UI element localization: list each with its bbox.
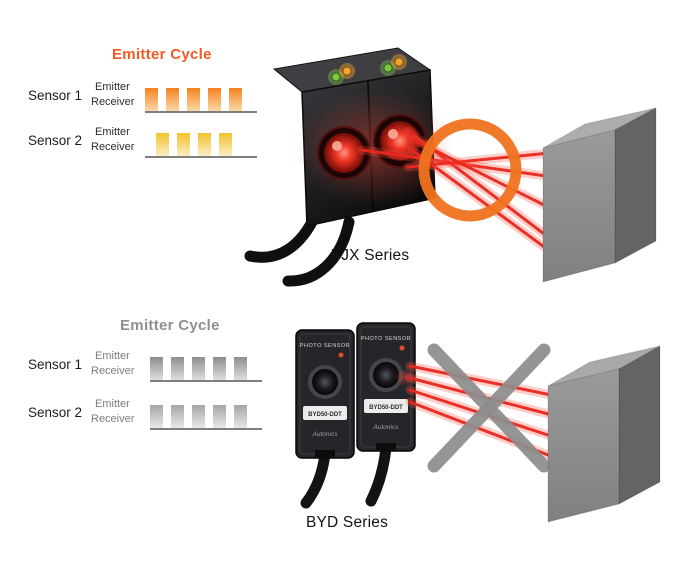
sensor-cable <box>282 216 355 287</box>
series-label-bjx: BJX Series <box>330 247 410 264</box>
series-label-byd: BYD Series <box>305 514 389 531</box>
sensor-cable <box>300 448 331 509</box>
emitter-pulse <box>234 405 247 428</box>
sensor1-label-bottom: Sensor 1 <box>28 357 83 372</box>
receiver-label: Receiver <box>91 413 135 425</box>
emitter-label: Emitter <box>95 398 130 410</box>
emitter-pulse <box>166 88 179 111</box>
emitter-label: Emitter <box>95 126 130 138</box>
byd-scene: PHOTO SENSOR BYD50-DDT Autonics PHOTO SE… <box>295 322 661 523</box>
pulse-track-top-sensor2 <box>145 132 257 158</box>
cable-connector <box>376 443 396 451</box>
cross-stroke <box>427 343 551 473</box>
emitter-pulse <box>156 133 169 156</box>
emitter-pulse <box>192 357 205 380</box>
status-led <box>338 352 344 358</box>
model-label-plate <box>303 406 347 420</box>
sensor-lens <box>312 369 338 395</box>
emitter-pulse <box>150 357 163 380</box>
emitter-pulse <box>234 357 247 380</box>
interference-cross-mark <box>427 343 551 473</box>
emitter-pulse <box>192 405 205 428</box>
emitter-pulse <box>171 405 184 428</box>
byd-sensor-right: PHOTO SENSOR BYD50-DDT Autonics <box>356 322 418 452</box>
model-label-plate <box>364 399 408 413</box>
cable-connector <box>315 450 335 458</box>
emitter-lens <box>324 133 364 173</box>
sensor-cable <box>365 442 392 507</box>
device-brand-label: PHOTO SENSOR <box>300 343 350 349</box>
bjx-sensor-device <box>272 47 455 227</box>
lens-glow <box>394 368 418 386</box>
green-led-indicator <box>383 63 393 73</box>
emitter-pulse <box>171 357 184 380</box>
maker-label: Autonics <box>312 431 339 438</box>
emitter-cycle-title-top: Emitter Cycle <box>112 46 212 63</box>
model-label: BYD50-DDT <box>369 405 403 411</box>
pulse-track-bottom-sensor2 <box>150 404 262 430</box>
bjx-scene <box>244 47 657 287</box>
status-led <box>399 345 405 351</box>
green-led-indicator <box>331 72 341 82</box>
emitter-pulse <box>213 357 226 380</box>
emitter-pulse <box>177 133 190 156</box>
target-object <box>542 107 657 283</box>
emitter-pulse <box>150 405 163 428</box>
sensor-lens <box>373 362 399 388</box>
box-front-face <box>547 368 620 523</box>
lens-highlight <box>388 129 398 139</box>
box-front-face <box>542 129 616 283</box>
sensor2-label-bottom: Sensor 2 <box>28 405 83 420</box>
pulse-track-top-sensor1 <box>145 87 257 113</box>
emitter-pulse <box>213 405 226 428</box>
emitter-label: Emitter <box>95 81 130 93</box>
box-side-face <box>618 345 661 505</box>
emitter-cycle-title-bottom: Emitter Cycle <box>120 317 220 334</box>
lens-highlight <box>332 141 342 151</box>
receiver-label: Receiver <box>91 365 135 377</box>
amber-led-indicator <box>342 66 352 76</box>
beam-line <box>406 150 562 169</box>
emitter-pulse <box>145 88 158 111</box>
sensor1-label-top: Sensor 1 <box>28 88 83 103</box>
emitter-label: Emitter <box>95 350 130 362</box>
target-object-bottom <box>547 345 661 523</box>
box-side-face <box>614 107 657 264</box>
emitter-pulse <box>208 88 221 111</box>
device-brand-label: PHOTO SENSOR <box>361 336 411 342</box>
receiver-label: Receiver <box>91 96 135 108</box>
maker-label: Autonics <box>373 424 400 431</box>
emitter-pulse <box>198 133 211 156</box>
emitter-pulse <box>187 88 200 111</box>
beam-line <box>412 138 560 214</box>
sensor2-label-top: Sensor 2 <box>28 133 83 148</box>
amber-led-indicator <box>394 57 404 67</box>
interference-prevention-ring <box>418 118 522 222</box>
emitter-pulse <box>219 133 232 156</box>
pulse-track-bottom-sensor1 <box>150 356 262 382</box>
receiver-label: Receiver <box>91 141 135 153</box>
beam-line <box>410 148 564 262</box>
byd-sensor-left: PHOTO SENSOR BYD50-DDT Autonics <box>295 329 355 459</box>
model-label: BYD50-DDT <box>308 412 342 418</box>
emitter-pulse <box>229 88 242 111</box>
beam-line <box>408 364 558 398</box>
